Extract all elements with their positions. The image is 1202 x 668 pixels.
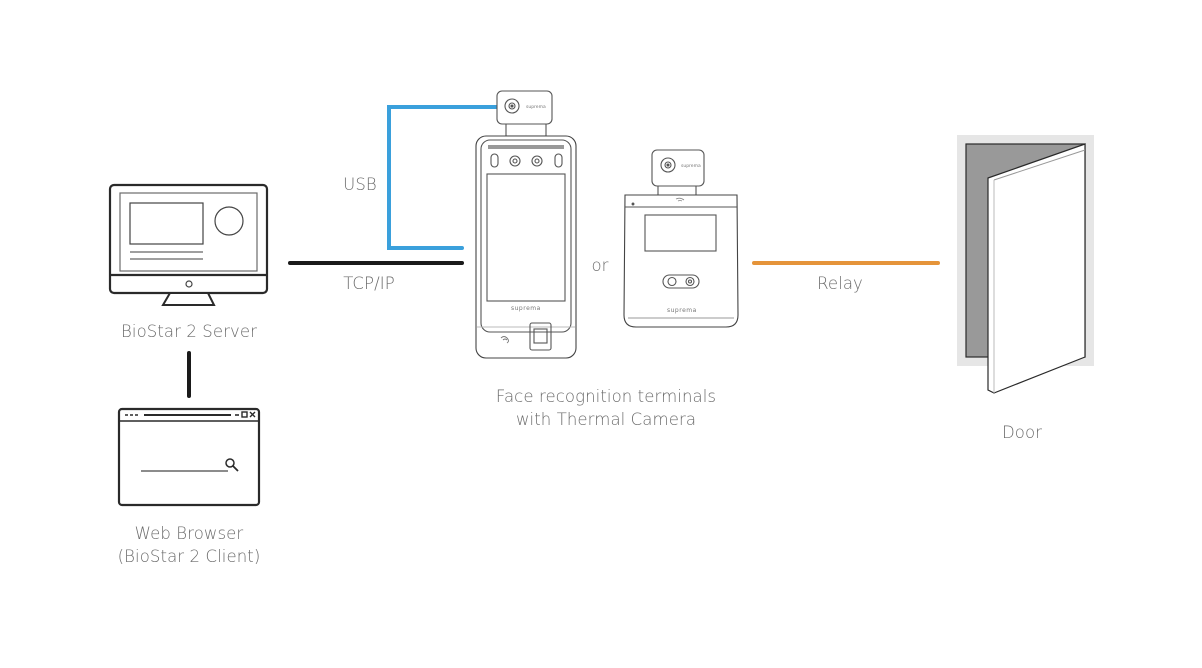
door-label: Door [1001,423,1043,442]
svg-text:suprema: suprema [667,307,697,314]
tall-face-terminal-icon: suprema suprema [475,90,577,359]
thermal-camera-icon: suprema [496,90,553,137]
svg-text:suprema: suprema [681,163,701,169]
or-separator-label: or [591,256,609,275]
thermal-camera-icon: suprema [651,149,705,197]
relay-label: Relay [817,274,863,293]
terminals-label-line1: Face recognition terminals [495,387,717,406]
usb-label: USB [343,175,377,194]
svg-text:suprema: suprema [526,104,546,110]
door-icon [957,135,1094,394]
server-label: BioStar 2 Server [120,322,258,341]
compact-face-terminal-icon: suprema suprema [623,149,739,328]
terminals-label-line2: with Thermal Camera [515,410,697,429]
browser-window-icon [117,407,261,507]
monitor-icon [108,183,269,306]
usb-connection-line [387,105,501,250]
browser-label-line1: Web Browser [134,524,244,543]
browser-label-line2: (BioStar 2 Client) [117,547,261,566]
tcpip-label: TCP/IP [343,274,395,293]
svg-text:suprema: suprema [511,305,541,312]
